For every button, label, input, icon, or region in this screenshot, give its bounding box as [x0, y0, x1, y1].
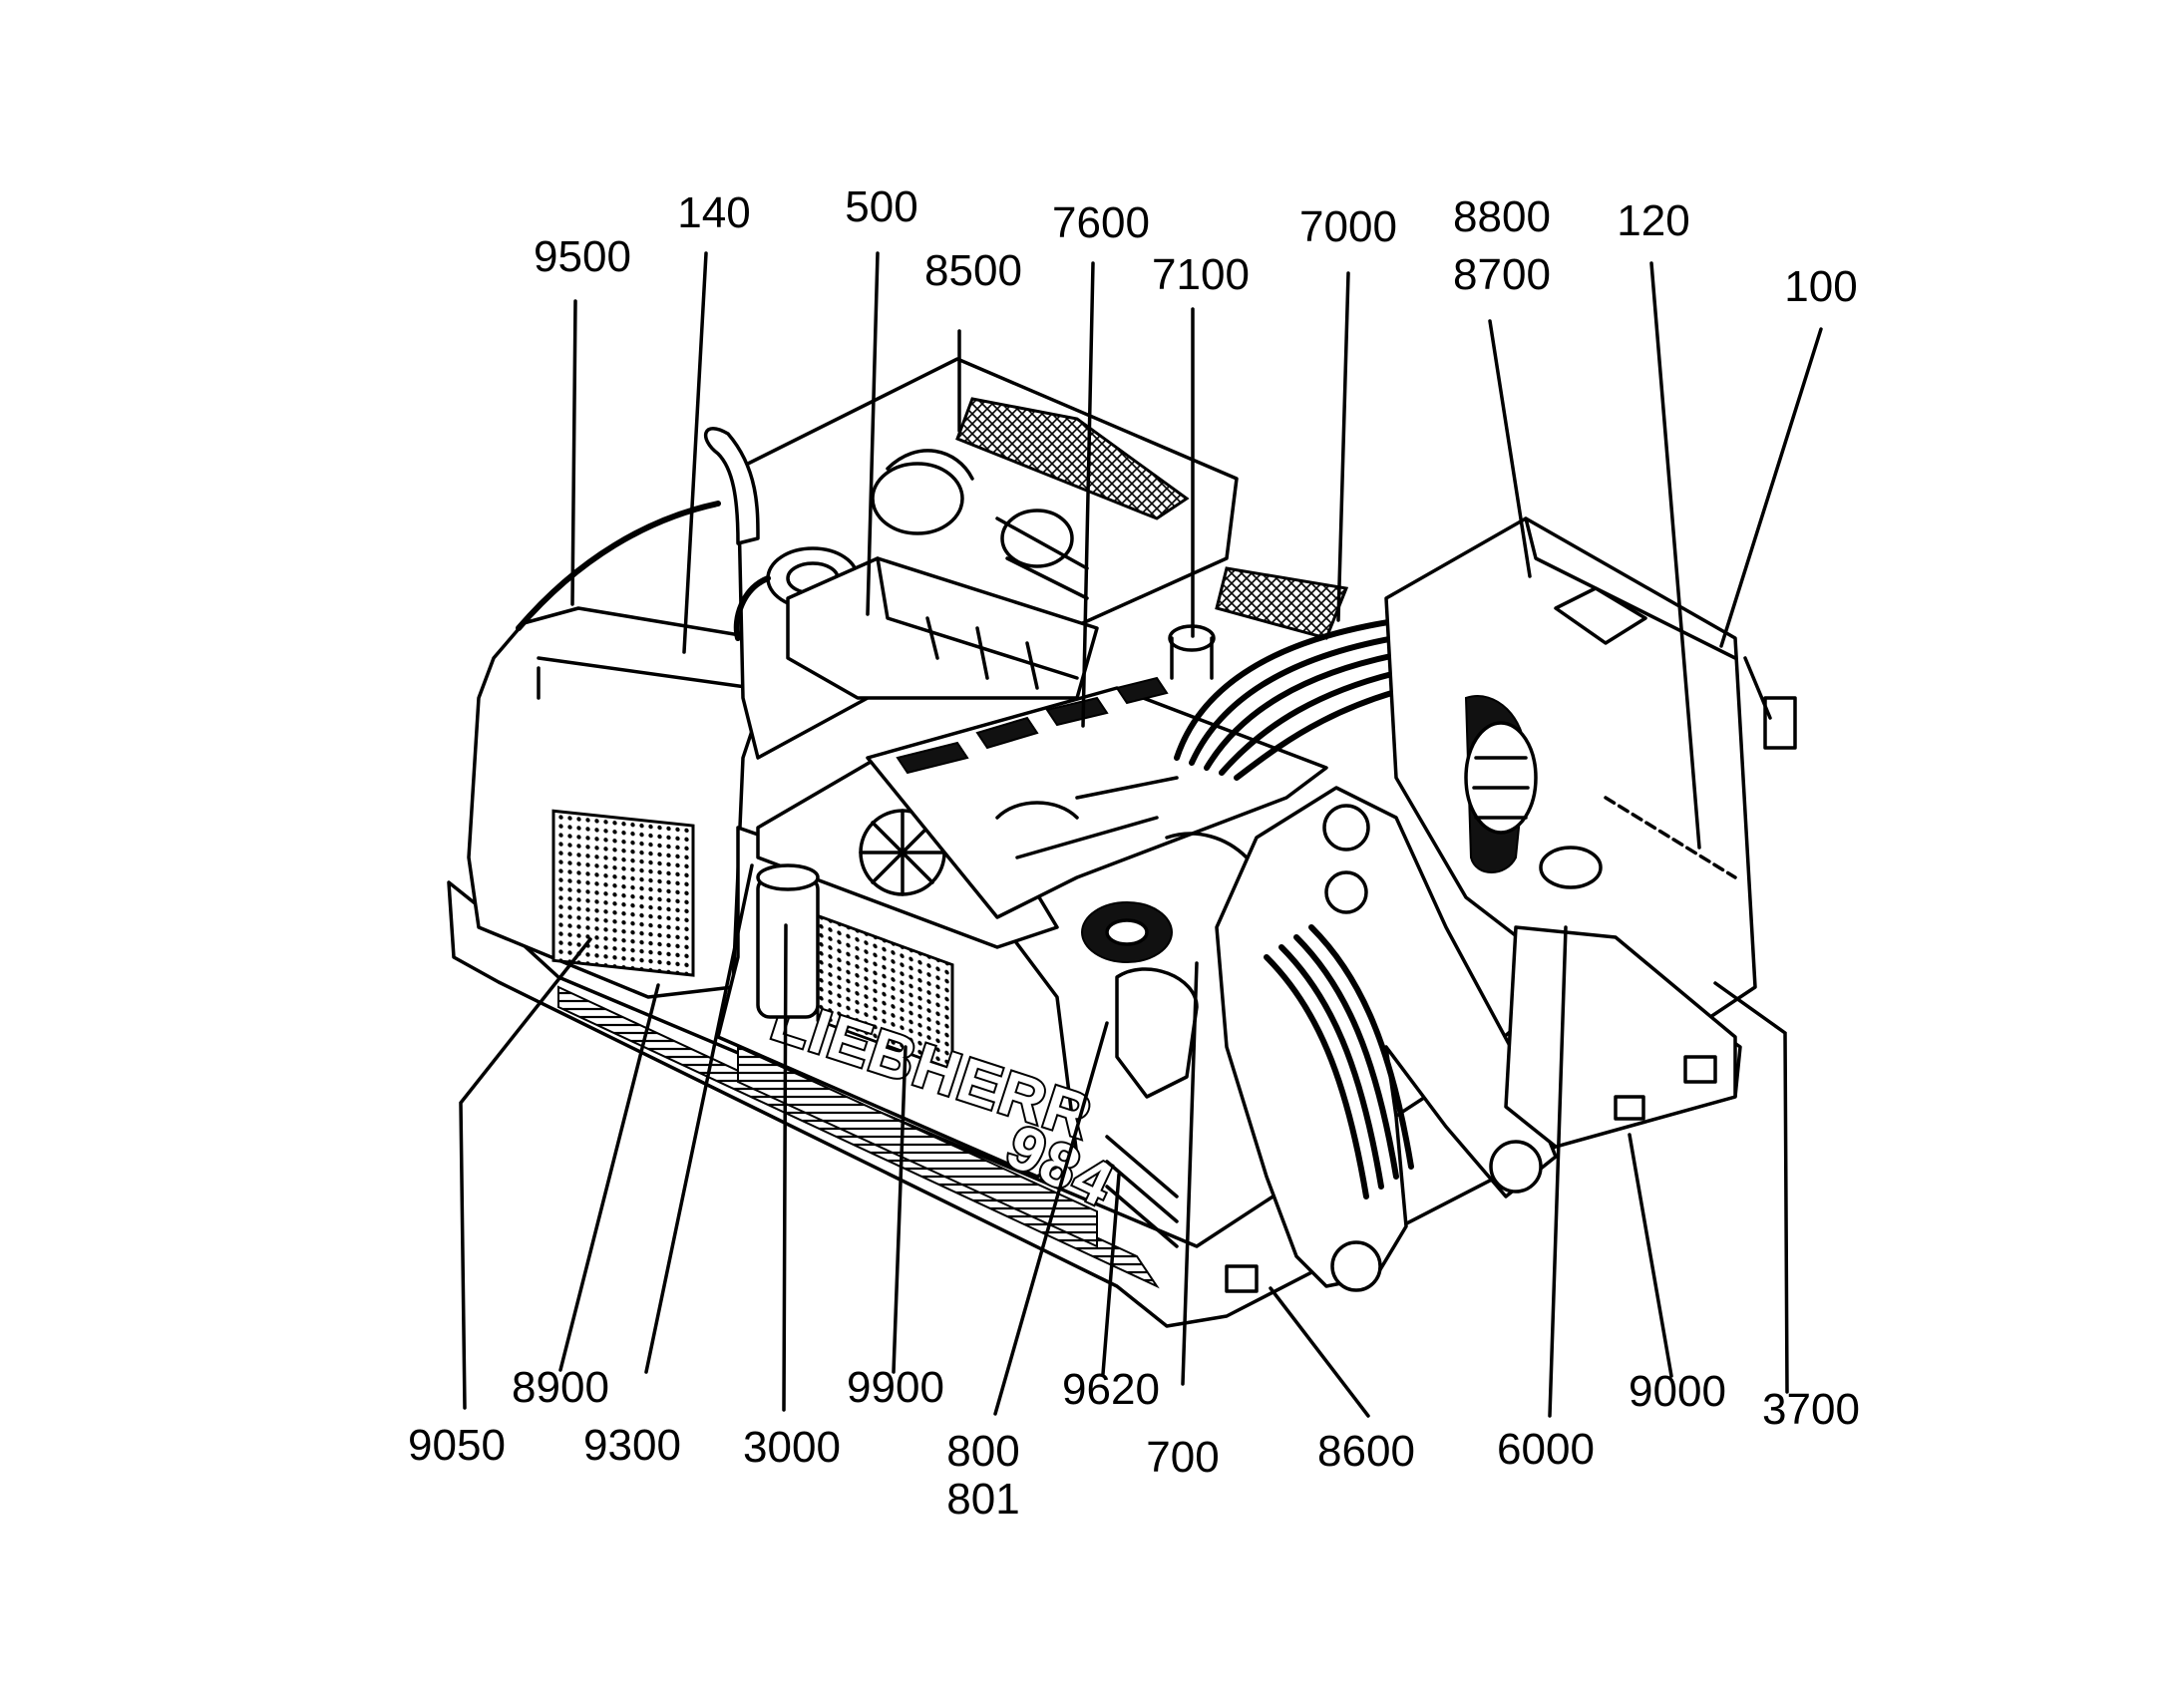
leader-8900: [558, 983, 660, 1372]
label-500: 500: [845, 182, 917, 231]
label-700: 700: [1146, 1433, 1219, 1482]
leader-lines: [459, 251, 1823, 1418]
leader-800: [993, 1021, 1109, 1416]
label-8900: 8900: [512, 1363, 609, 1412]
label-100: 100: [1784, 262, 1857, 311]
label-801: 801: [946, 1475, 1019, 1524]
label-6000: 6000: [1497, 1425, 1595, 1474]
label-9000: 9000: [1629, 1367, 1726, 1416]
hydraulic-tank: [756, 875, 820, 1019]
label-9050: 9050: [408, 1421, 506, 1470]
label-9500: 9500: [534, 232, 631, 281]
label-800: 800: [946, 1427, 1019, 1476]
label-120: 120: [1617, 196, 1689, 245]
leader-3700: [1713, 981, 1789, 1394]
label-7100: 7100: [1152, 250, 1250, 299]
label-8800: 8800: [1453, 192, 1551, 241]
leader-3000: [782, 923, 788, 1412]
leader-500: [866, 251, 880, 616]
excavator-drawing: LIEBHERR 984: [447, 357, 1797, 1328]
label-140: 140: [677, 188, 750, 237]
leader-120: [1649, 261, 1701, 850]
leader-9050: [459, 937, 592, 1410]
leader-9500: [570, 299, 577, 606]
leader-8600: [1269, 1286, 1370, 1418]
label-8500: 8500: [924, 246, 1022, 295]
label-8600: 8600: [1317, 1427, 1415, 1476]
leader-9620: [1101, 1173, 1121, 1376]
leader-9300: [644, 863, 754, 1374]
label-9620: 9620: [1062, 1365, 1160, 1414]
callout-labels: 9500 140 500 8500 7600 7100 7000 8800 87…: [408, 182, 1860, 1524]
label-3700: 3700: [1762, 1385, 1860, 1434]
label-9900: 9900: [847, 1363, 944, 1412]
leader-6000: [1548, 925, 1568, 1418]
leader-140: [682, 251, 708, 654]
leader-700: [1181, 961, 1199, 1386]
hose-bundle: [1174, 615, 1419, 761]
leader-7600: [1081, 261, 1095, 728]
leader-9000: [1628, 1133, 1673, 1378]
leader-7000: [1336, 271, 1350, 622]
swing-gearbox: [1115, 967, 1199, 1099]
label-3000: 3000: [743, 1423, 841, 1472]
side-skirt-hatch: [737, 1045, 1098, 1248]
leader-8800: [1488, 319, 1532, 578]
leader-100: [1719, 327, 1823, 648]
label-7600: 7600: [1052, 198, 1150, 247]
mirror: [1763, 696, 1797, 750]
label-9300: 9300: [583, 1421, 681, 1470]
leader-9900: [892, 1045, 908, 1374]
cab-roof-hatch: [1554, 586, 1647, 645]
label-7000: 7000: [1299, 202, 1397, 251]
exhaust-pipe: [703, 427, 760, 545]
label-8700: 8700: [1453, 250, 1551, 299]
rear-grille: [551, 809, 695, 977]
